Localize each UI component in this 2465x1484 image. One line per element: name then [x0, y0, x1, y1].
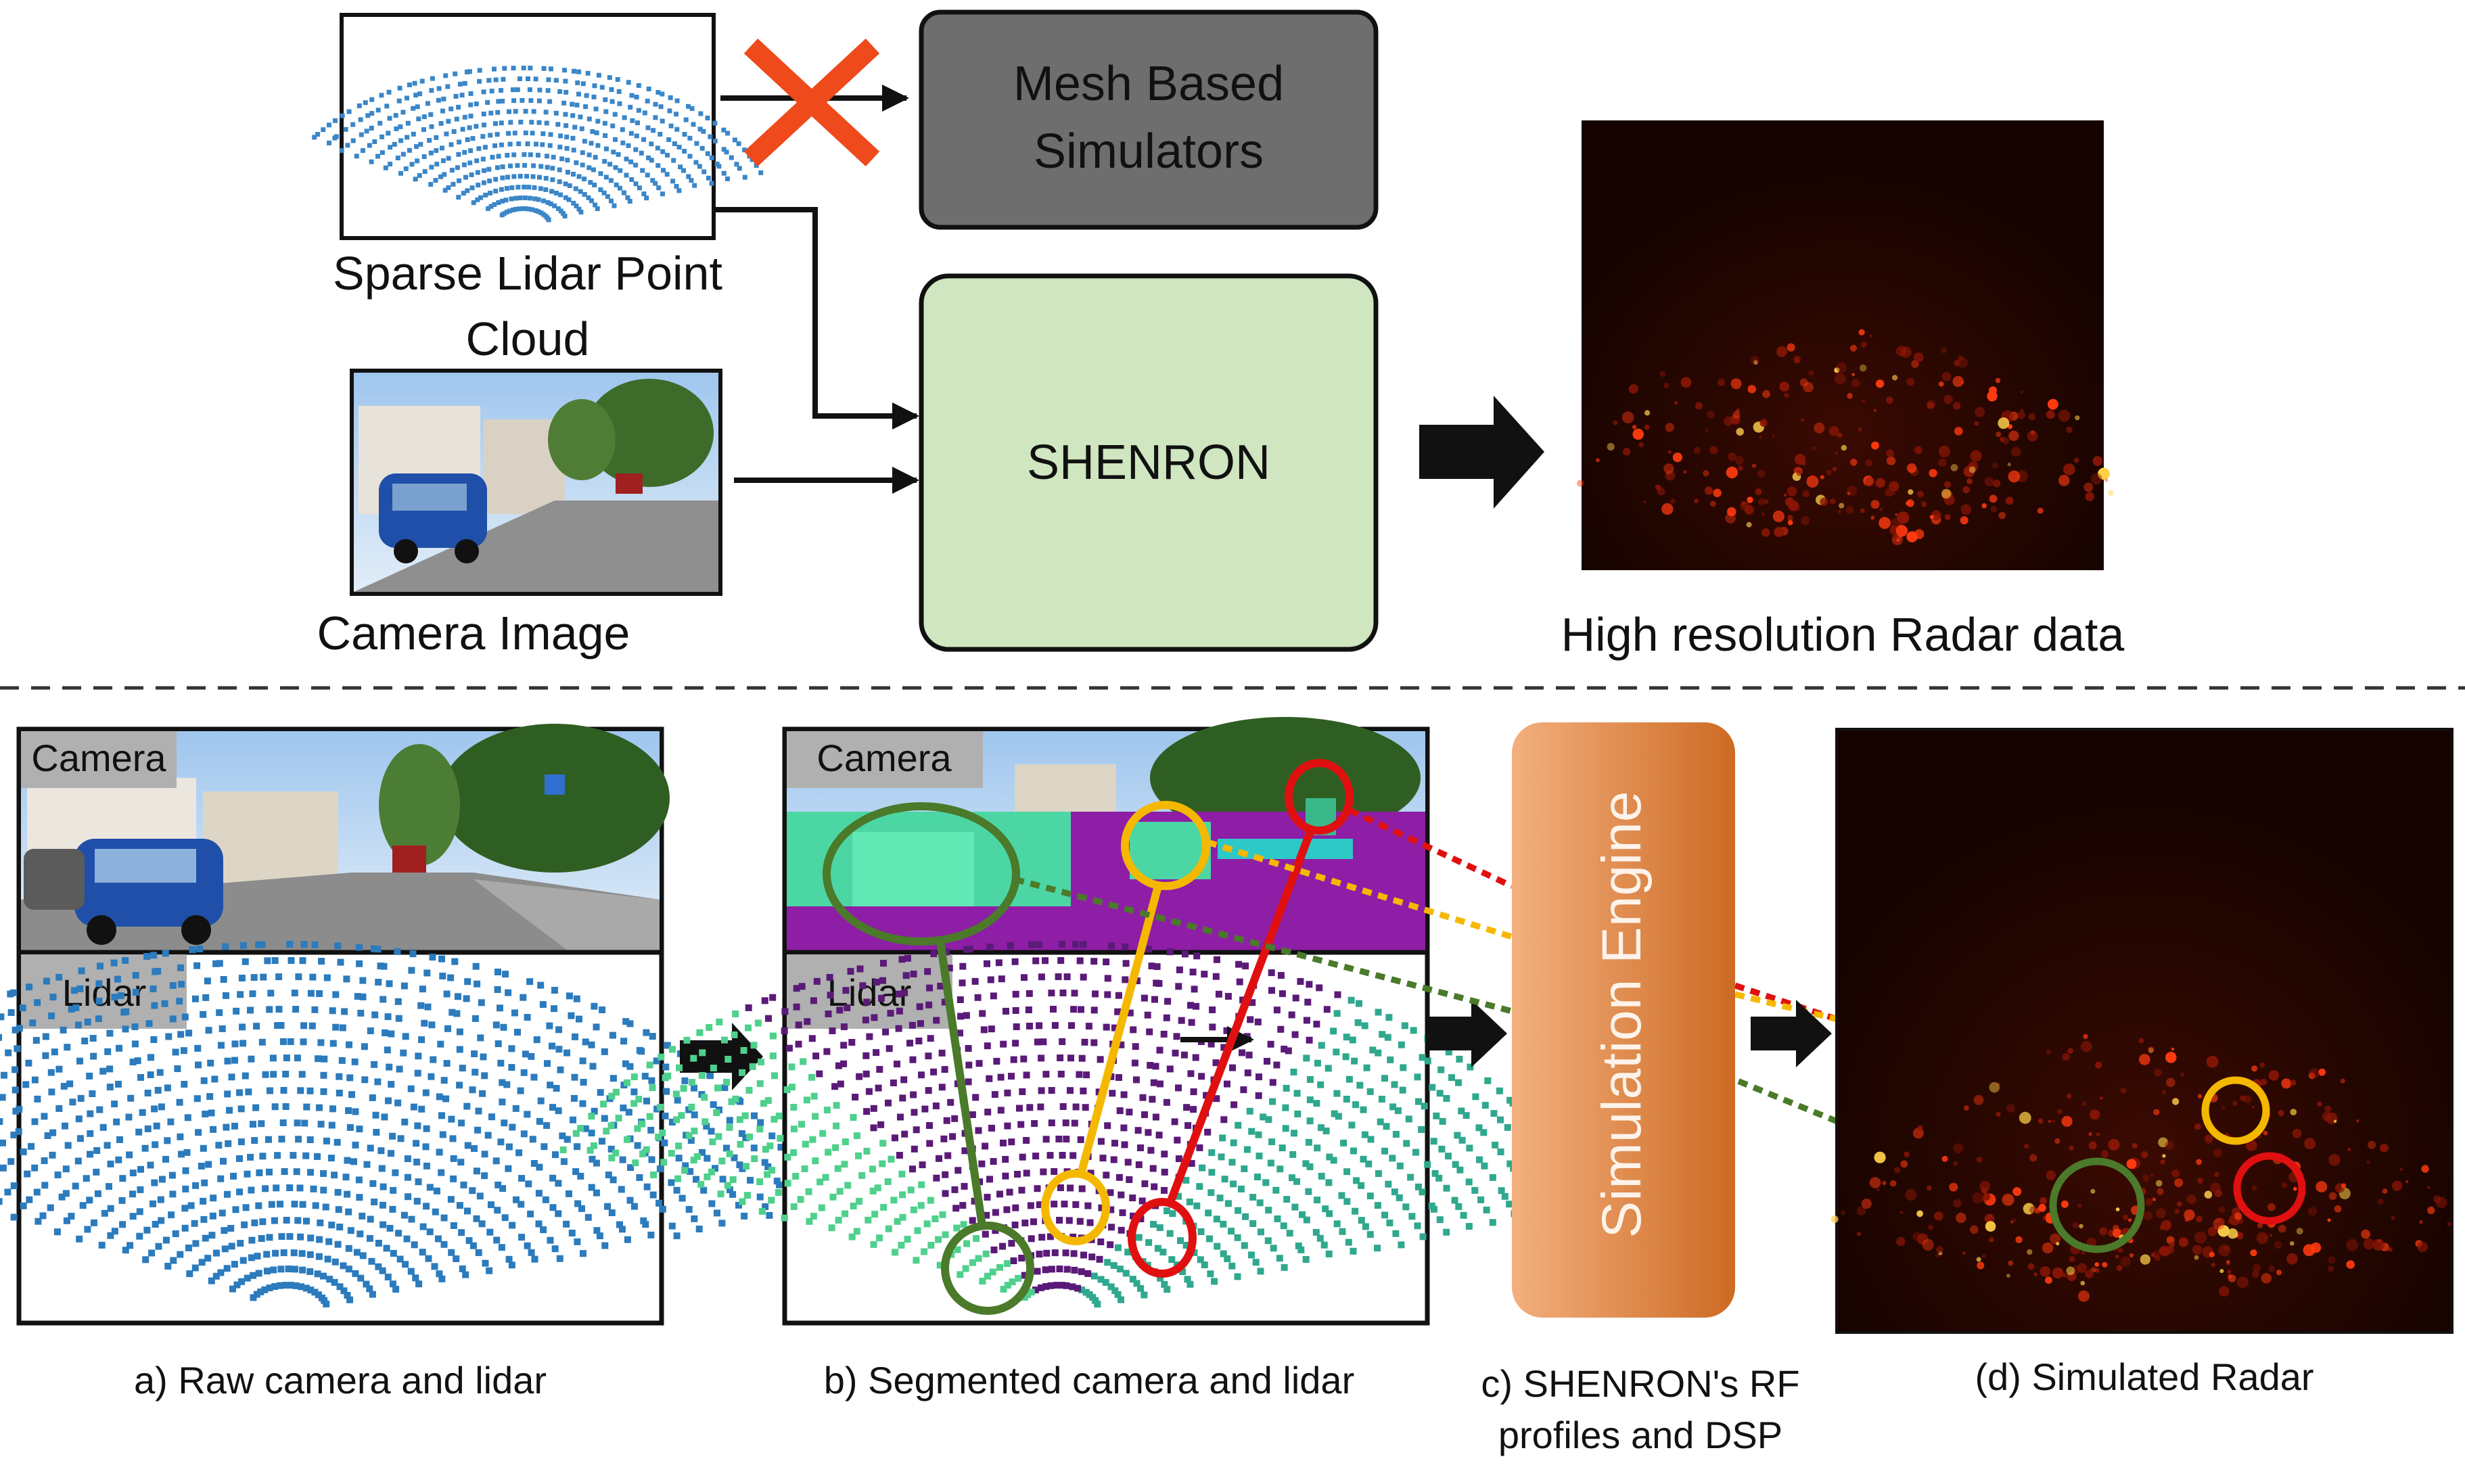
panel-b: Camera Lidar — [559, 717, 1588, 1326]
lidar-thumbnail — [312, 13, 764, 240]
lidar-to-shenron-arrow — [714, 207, 919, 430]
simulation-engine-box: Simulation Engine — [1512, 722, 1735, 1318]
highlight-red — [1128, 759, 1354, 1278]
simulation-engine-label: Simulation Engine — [1591, 791, 1653, 1238]
shenron-label: SHENRON — [1027, 436, 1270, 490]
radar-image-top — [1577, 120, 2114, 570]
raw-camera-image — [21, 724, 670, 951]
block-arrow-icon — [1419, 396, 1544, 509]
mesh-simulators-box: Mesh Based Simulators — [919, 9, 1379, 230]
block-arrow-icon — [1425, 1000, 1507, 1067]
panel-a-camera-tag: Camera — [31, 737, 166, 779]
highlight-yellow — [1041, 801, 1210, 1245]
cross-icon — [743, 39, 880, 166]
block-arrow-icon — [1751, 1000, 1832, 1067]
camera-caption: Camera Image — [317, 607, 630, 659]
radar-highlight-red — [2233, 1152, 2306, 1225]
panel-c-caption-line2: profiles and DSP — [1498, 1414, 1782, 1456]
panel-b-caption: b) Segmented camera and lidar — [824, 1359, 1354, 1401]
camera-thumbnail — [350, 369, 722, 596]
panel-a-caption: a) Raw camera and lidar — [134, 1359, 547, 1401]
mesh-box-label: Mesh Based — [1013, 57, 1284, 111]
panel-d-caption: (d) Simulated Radar — [1975, 1355, 2313, 1398]
lidar-caption: Sparse Lidar Point — [333, 247, 722, 300]
lidar-caption-line2: Cloud — [466, 312, 590, 365]
radar-caption: High resolution Radar data — [1561, 608, 2125, 661]
panel-b-camera-tag: Camera — [816, 737, 952, 779]
shenron-box: SHENRON — [919, 273, 1379, 652]
radar-highlight-yellow — [2201, 1076, 2270, 1145]
segmented-lidar-points — [559, 941, 1588, 1308]
panel-a: Camera Lidar — [0, 724, 820, 1326]
raw-lidar-points — [0, 941, 820, 1307]
highlight-green — [823, 802, 1034, 1315]
mesh-box-label-line2: Simulators — [1034, 124, 1264, 179]
radar-image-bottom — [1830, 728, 2454, 1334]
panel-c-caption: c) SHENRON's RF — [1481, 1362, 1799, 1405]
radar-highlight-green — [2049, 1157, 2145, 1253]
